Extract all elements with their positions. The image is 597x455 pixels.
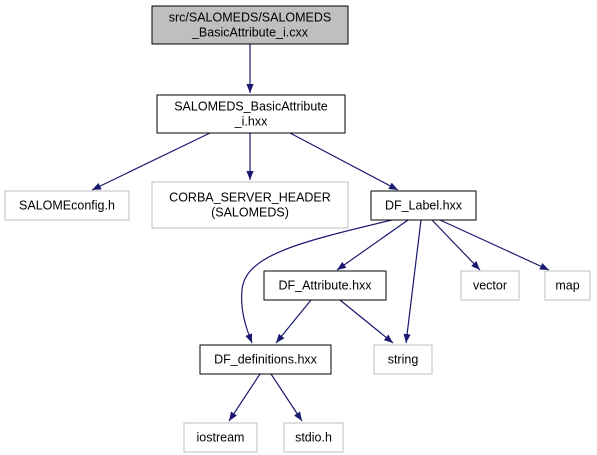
edge-df_label-to-vector xyxy=(431,219,481,271)
node-label-df_attribute-line-1: DF_Attribute.hxx xyxy=(278,279,372,293)
node-label-basic_hxx-line-1: SALOMEDS_BasicAttribute xyxy=(174,100,328,114)
node-map: map xyxy=(544,270,591,301)
node-iostream: iostream xyxy=(183,422,258,453)
edges-layer xyxy=(91,44,550,422)
node-label-df_label-line-1: DF_Label.hxx xyxy=(385,199,463,213)
edge-df_attribute-to-df_definitions xyxy=(275,299,312,344)
node-box-df_attribute xyxy=(263,270,387,301)
node-root[interactable]: src/SALOMEDS/SALOMEDS_BasicAttribute_i.c… xyxy=(151,5,349,45)
node-basic_hxx[interactable]: SALOMEDS_BasicAttribute_i.hxx xyxy=(156,94,346,134)
node-label-root-line-2: _BasicAttribute_i.cxx xyxy=(191,26,309,40)
node-box-root xyxy=(151,5,349,45)
node-label-stdio-line-1: stdio.h xyxy=(295,431,332,445)
edge-df_label-to-map xyxy=(439,219,550,271)
edge-df_definitions-to-stdio xyxy=(270,373,303,422)
edge-basic_hxx-to-salomeconfig xyxy=(91,132,211,191)
node-stdio: stdio.h xyxy=(283,422,344,453)
node-box-salomeconfig xyxy=(4,190,130,221)
node-vector: vector xyxy=(460,270,520,301)
node-df_attribute[interactable]: DF_Attribute.hxx xyxy=(263,270,387,301)
node-salomeconfig: SALOMEconfig.h xyxy=(4,190,130,221)
node-box-vector xyxy=(460,270,520,301)
edge-basic_hxx-to-df_label xyxy=(289,132,399,191)
node-label-iostream-line-1: iostream xyxy=(197,431,245,445)
node-box-iostream xyxy=(183,422,258,453)
node-label-basic_hxx-line-2: _i.hxx xyxy=(234,115,268,129)
node-label-map-line-1: map xyxy=(555,279,579,293)
nodes-layer: src/SALOMEDS/SALOMEDS_BasicAttribute_i.c… xyxy=(4,5,591,453)
node-label-df_definitions-line-1: DF_definitions.hxx xyxy=(214,353,318,367)
node-box-df_definitions xyxy=(199,344,332,375)
node-box-map xyxy=(544,270,591,301)
edge-df_label-to-df_attribute xyxy=(336,219,409,271)
node-box-string xyxy=(373,344,433,375)
node-label-vector-line-1: vector xyxy=(473,279,507,293)
node-corba: CORBA_SERVER_HEADER(SALOMEDS) xyxy=(151,181,349,229)
node-label-root-line-1: src/SALOMEDS/SALOMEDS xyxy=(169,11,332,25)
edge-df_label-to-string xyxy=(403,219,422,344)
edge-df_label-to-df_definitions xyxy=(241,219,393,344)
node-box-basic_hxx xyxy=(156,94,346,134)
node-label-string-line-1: string xyxy=(388,353,419,367)
node-box-stdio xyxy=(283,422,344,453)
node-df_definitions[interactable]: DF_definitions.hxx xyxy=(199,344,332,375)
node-box-corba xyxy=(151,181,349,229)
edge-df_definitions-to-iostream xyxy=(228,373,261,422)
node-label-corba-line-2: (SALOMEDS) xyxy=(211,206,289,220)
edge-df_attribute-to-string xyxy=(339,299,394,344)
node-box-df_label xyxy=(370,190,477,221)
node-string: string xyxy=(373,344,433,375)
node-label-salomeconfig-line-1: SALOMEconfig.h xyxy=(19,199,115,213)
node-label-corba-line-1: CORBA_SERVER_HEADER xyxy=(169,191,331,205)
node-df_label[interactable]: DF_Label.hxx xyxy=(370,190,477,221)
